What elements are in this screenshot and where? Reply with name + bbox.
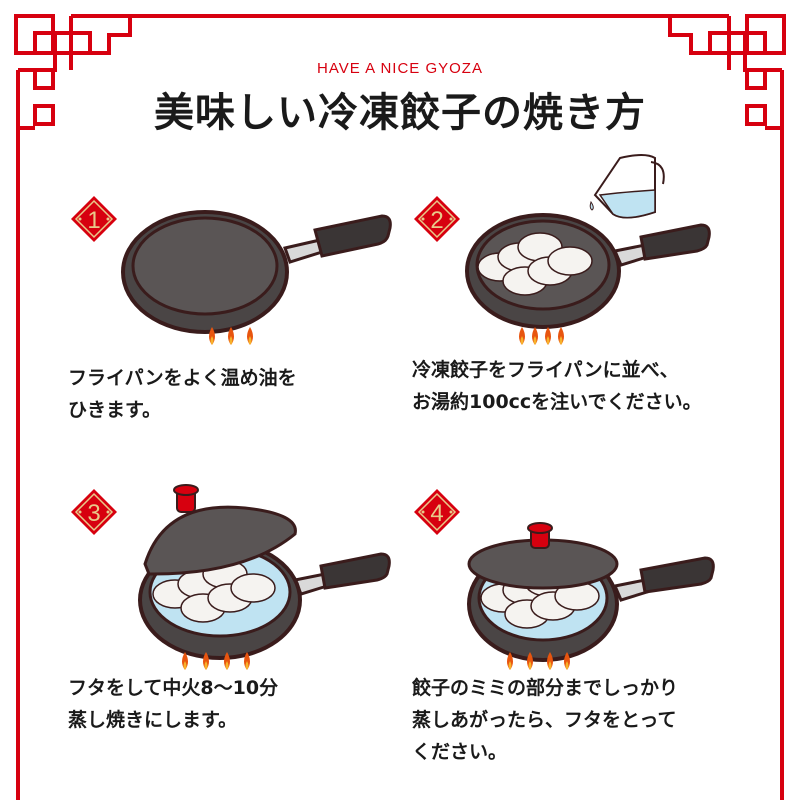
gyoza-dumplings-icon: [477, 232, 593, 296]
step-4-caption: 餃子のミミの部分までしっかり 蒸しあがったら、フタをとって ください。: [412, 677, 679, 763]
frying-pan-lid-lifting-icon: [138, 484, 391, 670]
step-number-badge-icon: 2: [414, 196, 460, 242]
burner-flames-icon: [507, 652, 570, 670]
frying-pan-empty-icon: [121, 210, 392, 345]
step-1-caption: フライパンをよく温め油を ひきます。: [68, 367, 297, 421]
corner-ornament-top-right: [668, 14, 786, 130]
corner-ornament-top-left: [14, 14, 132, 130]
subtitle: HAVE A NICE GYOZA: [317, 60, 483, 77]
burner-flames-icon: [209, 327, 253, 345]
svg-text:1: 1: [87, 207, 100, 234]
step-number-badge-icon: 1: [71, 196, 117, 242]
frying-pan-gyoza-icon: [465, 213, 711, 345]
svg-text:4: 4: [430, 500, 443, 527]
svg-text:2: 2: [430, 207, 443, 234]
svg-text:3: 3: [87, 500, 100, 527]
pan-lid-icon: [467, 522, 619, 590]
burner-flames-icon: [519, 327, 564, 345]
step-number-badge-icon: 3: [71, 489, 117, 535]
step-2-caption: 冷凍餃子をフライパンに並べ、 お湯約100ccを注いでください。: [412, 359, 702, 413]
burner-flames-icon: [182, 652, 250, 670]
page-title: 美味しい冷凍餃子の焼き方: [154, 90, 646, 136]
frying-pan-lid-closed-icon: [467, 522, 715, 670]
step-number-badge-icon: 4: [414, 489, 460, 535]
water-pitcher-icon: [589, 154, 665, 219]
pan-lid-icon: [143, 484, 297, 576]
step-3-caption: フタをして中火8〜10分 蒸し焼きにします。: [68, 677, 279, 731]
